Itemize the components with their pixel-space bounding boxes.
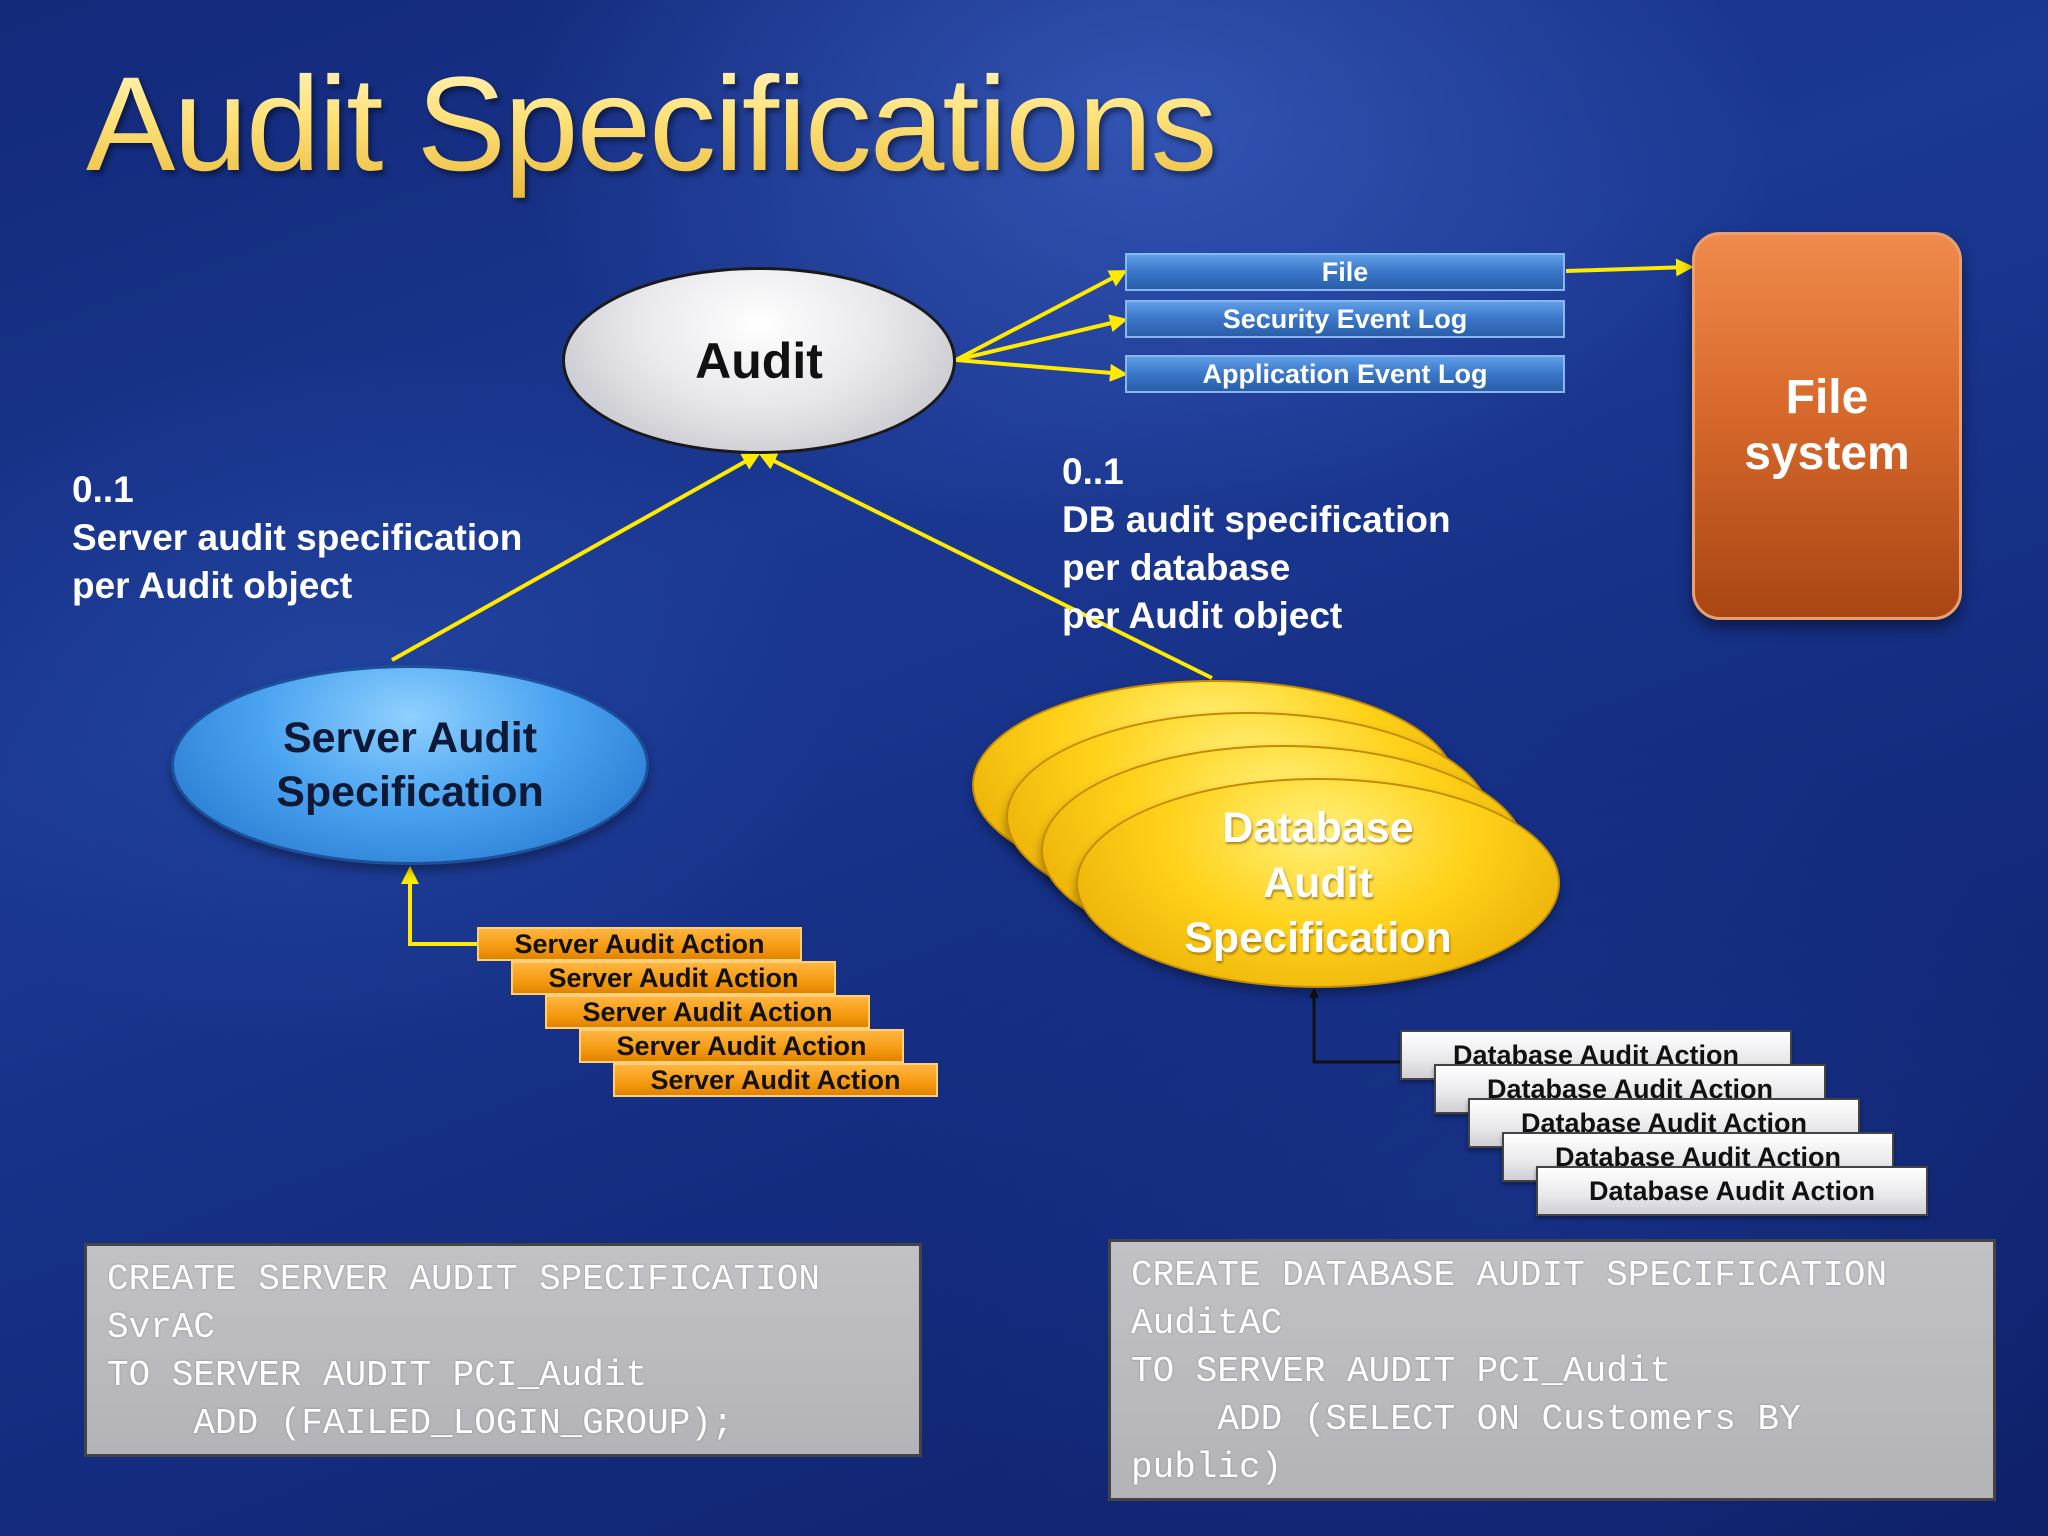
db-code-line1: CREATE DATABASE AUDIT SPECIFICATION bbox=[1131, 1255, 1888, 1296]
db-note-line1: 0..1 bbox=[1062, 451, 1124, 492]
db-spec-line3: Specification bbox=[1184, 913, 1452, 962]
arrow-db-actions-to-db-spec bbox=[1309, 988, 1400, 1064]
db-note-line2: DB audit specification bbox=[1062, 499, 1451, 540]
server-note-line3: per Audit object bbox=[72, 565, 353, 606]
server-code-line1: CREATE SERVER AUDIT SPECIFICATION bbox=[107, 1259, 820, 1300]
file-system-node: File system bbox=[1692, 232, 1962, 620]
server-audit-action-2: Server Audit Action bbox=[511, 961, 836, 995]
db-note-line4: per Audit object bbox=[1062, 595, 1343, 636]
server-audit-action-4: Server Audit Action bbox=[579, 1029, 904, 1063]
arrow-db-spec-to-audit bbox=[758, 453, 1213, 680]
db-audit-spec-node: Database Audit Specification bbox=[1076, 778, 1560, 988]
file-system-line2: system bbox=[1744, 427, 1910, 480]
db-spec-line2: Audit bbox=[1263, 858, 1373, 907]
arrow-server-actions-to-server-spec bbox=[401, 866, 478, 946]
audit-label: Audit bbox=[695, 332, 823, 389]
server-multiplicity-note: 0..1 Server audit specification per Audi… bbox=[72, 466, 522, 610]
db-note-line3: per database bbox=[1062, 547, 1291, 588]
arrow-server-spec-to-audit bbox=[391, 453, 761, 662]
file-system-line1: File bbox=[1785, 371, 1869, 424]
destination-file: File bbox=[1125, 253, 1565, 291]
db-code-box: CREATE DATABASE AUDIT SPECIFICATION Audit… bbox=[1108, 1239, 1996, 1501]
server-note-line1: 0..1 bbox=[72, 469, 134, 510]
server-audit-action-3: Server Audit Action bbox=[545, 995, 870, 1029]
server-audit-action-1: Server Audit Action bbox=[477, 927, 802, 961]
db-code-line4: ADD (SELECT ON Customers BY bbox=[1131, 1399, 1801, 1440]
destination-security-event-log: Security Event Log bbox=[1125, 300, 1565, 338]
server-code-line4: ADD (FAILED_LOGIN_GROUP); bbox=[107, 1403, 734, 1444]
arrow-audit-to-application-log bbox=[955, 358, 1128, 382]
db-code-line3: TO SERVER AUDIT PCI_Audit bbox=[1131, 1351, 1672, 1392]
audit-node: Audit bbox=[562, 267, 956, 454]
arrow-file-to-file-system bbox=[1565, 258, 1694, 277]
server-spec-line2: Specification bbox=[276, 768, 544, 816]
server-code-line3: TO SERVER AUDIT PCI_Audit bbox=[107, 1355, 648, 1396]
db-code-line2: AuditAC bbox=[1131, 1303, 1283, 1344]
db-spec-line1: Database bbox=[1222, 803, 1414, 852]
page-title: Audit Specifications bbox=[86, 50, 1217, 199]
db-multiplicity-note: 0..1 DB audit specification per database… bbox=[1062, 448, 1451, 640]
server-code-box: CREATE SERVER AUDIT SPECIFICATION SvrAC TO… bbox=[84, 1243, 922, 1457]
server-note-line2: Server audit specification bbox=[72, 517, 523, 558]
server-spec-line1: Server Audit bbox=[282, 714, 538, 762]
database-audit-action-5: Database Audit Action bbox=[1536, 1166, 1928, 1216]
server-audit-action-5: Server Audit Action bbox=[613, 1063, 938, 1097]
destination-application-event-log: Application Event Log bbox=[1125, 355, 1565, 393]
arrow-audit-to-file bbox=[955, 270, 1128, 362]
server-audit-spec-node: Server Audit Specification bbox=[171, 665, 649, 865]
arrow-audit-to-security-log bbox=[955, 314, 1128, 362]
db-code-line5: public) bbox=[1131, 1447, 1283, 1488]
server-code-line2: SvrAC bbox=[107, 1307, 216, 1348]
